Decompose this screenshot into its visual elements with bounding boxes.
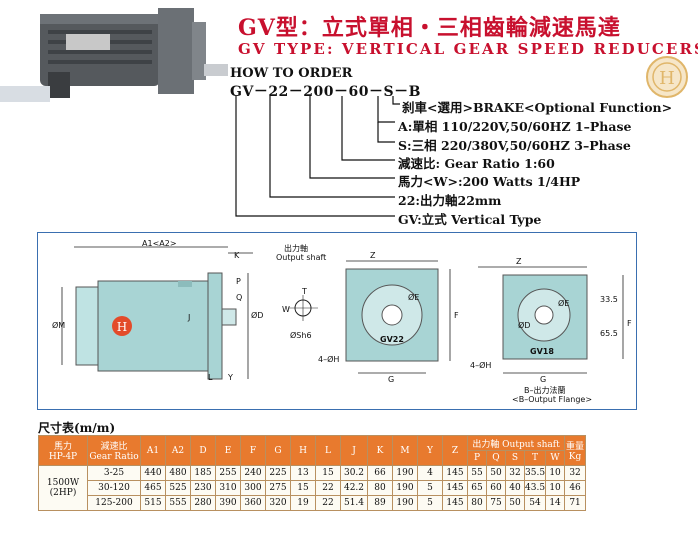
col-header: L <box>315 435 341 466</box>
order-item-type: GV:立式 Vertical Type <box>398 212 542 227</box>
flange-label-en: <B–Output Flange> <box>512 395 593 404</box>
col-header: H <box>290 435 316 466</box>
dim-a: A1<A2> <box>142 239 177 248</box>
order-item-shaft: 22:出力軸22mm <box>398 193 502 208</box>
order-item-three-phase: S:三相 220/380V,50/60HZ 3–Phase <box>398 138 631 153</box>
drawing-lines <box>61 246 624 380</box>
col-header: W <box>545 450 566 466</box>
model-code: GV－22－200－60－S－B <box>230 84 421 100</box>
order-item-gear-ratio: 減速比: Gear Ratio 1:60 <box>398 156 555 171</box>
dim-d2: ØD <box>518 321 531 330</box>
order-item-power: 馬力<W>:200 Watts 1/4HP <box>398 174 581 189</box>
motor-photo <box>0 0 230 112</box>
company-logo: H <box>646 56 688 98</box>
svg-text:H: H <box>659 68 675 89</box>
order-leader-lines <box>235 96 400 217</box>
col-header: Z <box>442 435 468 466</box>
dim-e1: ØE <box>408 293 420 302</box>
col-header: E <box>215 435 241 466</box>
dim-k: K <box>234 251 240 260</box>
col-header: S <box>505 450 525 466</box>
table-row: 125-200 515 555 280 390 360 320 19 22 51… <box>39 495 587 511</box>
dim-l: L <box>208 373 213 382</box>
dim-h1: 4–ØH <box>318 355 340 364</box>
svg-text:H: H <box>117 320 127 334</box>
dim-e2: ØE <box>558 299 570 308</box>
order-item-single-phase: A:單相 110/220V,50/60HZ 1–Phase <box>398 119 632 134</box>
flange-label-cn: B–出力法蘭 <box>524 386 566 395</box>
dim-y: Y <box>228 373 233 382</box>
dim-z2: Z <box>516 257 522 266</box>
col-header: P <box>467 450 487 466</box>
col-header: G <box>265 435 291 466</box>
col-header: A1 <box>140 435 166 466</box>
dim-f1: F <box>454 311 459 320</box>
col-header: M <box>392 435 418 466</box>
col-header: J <box>340 435 368 466</box>
dim-z1: Z <box>370 251 376 260</box>
dim-q: Q <box>236 293 243 302</box>
col-header: Q <box>486 450 506 466</box>
dim-w: W <box>282 305 290 314</box>
col-header: T <box>523 450 547 466</box>
dim-s: ØSh6 <box>290 331 312 340</box>
dim-65-5: 65.5 <box>600 329 618 338</box>
dim-t: T <box>302 287 307 296</box>
label-gv18: GV18 <box>530 347 554 356</box>
how-to-order-heading: HOW TO ORDER <box>230 66 353 81</box>
dim-m: ØM <box>52 321 66 330</box>
col-header: K <box>367 435 393 466</box>
col-header: D <box>190 435 216 466</box>
dimension-drawing: H A1<A2> K P Q J ØM ØD L Y 出力軸 Output sh… <box>37 232 637 410</box>
dim-p: P <box>236 277 241 286</box>
dim-g2: G <box>540 375 547 384</box>
dim-h2: 4–ØH <box>470 361 492 370</box>
col-header: Y <box>417 435 443 466</box>
order-item-brake: 刹車<選用>BRAKE<Optional Function> <box>402 100 673 115</box>
table-row: 1500W(2HP) 3-25 440 480 185 255 240 225 … <box>38 465 587 511</box>
col-header: F <box>240 435 266 466</box>
header-output-shaft: 出力軸 Output shaft <box>466 435 566 451</box>
page-subtitle: GV TYPE: VERTICAL GEAR SPEED REDUCERS <box>238 40 698 58</box>
output-shaft-cn: 出力軸 <box>284 244 308 253</box>
dim-d: ØD <box>251 311 264 320</box>
dim-33-5: 33.5 <box>600 295 618 304</box>
dim-j: J <box>188 313 191 322</box>
dim-g1: G <box>388 375 395 384</box>
label-gv22: GV22 <box>380 335 404 344</box>
output-shaft-en: Output shaft <box>276 253 327 262</box>
drawing-logo: H <box>117 320 127 334</box>
power-cell: 1500W(2HP) <box>38 465 88 511</box>
dim-f2: F <box>627 319 632 328</box>
table-title: 尺寸表(m/m) <box>38 421 116 435</box>
page-title: GV型：立式單相・三相齒輪減速馬達 <box>238 15 621 41</box>
table-row: 30-120 465 525 230 310 300 275 15 22 42.… <box>39 480 587 496</box>
col-header: A2 <box>165 435 191 466</box>
